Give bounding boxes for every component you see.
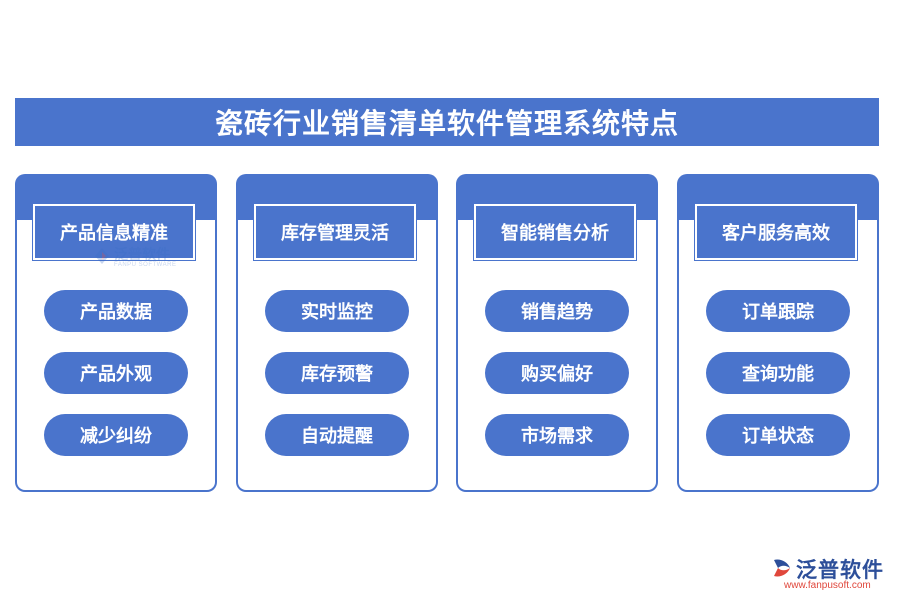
feature-pill: 产品外观: [44, 352, 188, 394]
feature-pill: 订单状态: [706, 414, 850, 456]
feature-pill: 销售趋势: [485, 290, 629, 332]
column-heading: 产品信息精准: [33, 204, 195, 260]
feature-column-inventory: 库存管理灵活 实时监控 库存预警 自动提醒: [236, 174, 438, 492]
feature-pill: 市场需求: [485, 414, 629, 456]
brand-logo: 泛普软件 www.fanpusoft.com: [770, 554, 894, 600]
logo-url: www.fanpusoft.com: [784, 580, 871, 591]
fanpu-logo-icon: [774, 559, 790, 577]
logo-text: 泛普软件: [796, 558, 884, 582]
feature-column-product-info: 产品信息精准 产品数据 产品外观 减少纠纷: [15, 174, 217, 492]
feature-pill: 查询功能: [706, 352, 850, 394]
feature-pill: 产品数据: [44, 290, 188, 332]
title-banner: 瓷砖行业销售清单软件管理系统特点: [15, 98, 879, 146]
feature-pill: 购买偏好: [485, 352, 629, 394]
feature-pill: 实时监控: [265, 290, 409, 332]
page-title: 瓷砖行业销售清单软件管理系统特点: [214, 107, 679, 140]
feature-pill: 库存预警: [265, 352, 409, 394]
column-heading: 客户服务高效: [695, 204, 857, 260]
feature-column-sales-analysis: 智能销售分析 销售趋势 购买偏好 市场需求: [456, 174, 658, 492]
feature-pill: 自动提醒: [265, 414, 409, 456]
column-heading: 智能销售分析: [474, 204, 636, 260]
feature-column-customer-service: 客户服务高效 订单跟踪 查询功能 订单状态: [677, 174, 879, 492]
feature-pill: 订单跟踪: [706, 290, 850, 332]
feature-pill: 减少纠纷: [44, 414, 188, 456]
column-heading: 库存管理灵活: [254, 204, 416, 260]
